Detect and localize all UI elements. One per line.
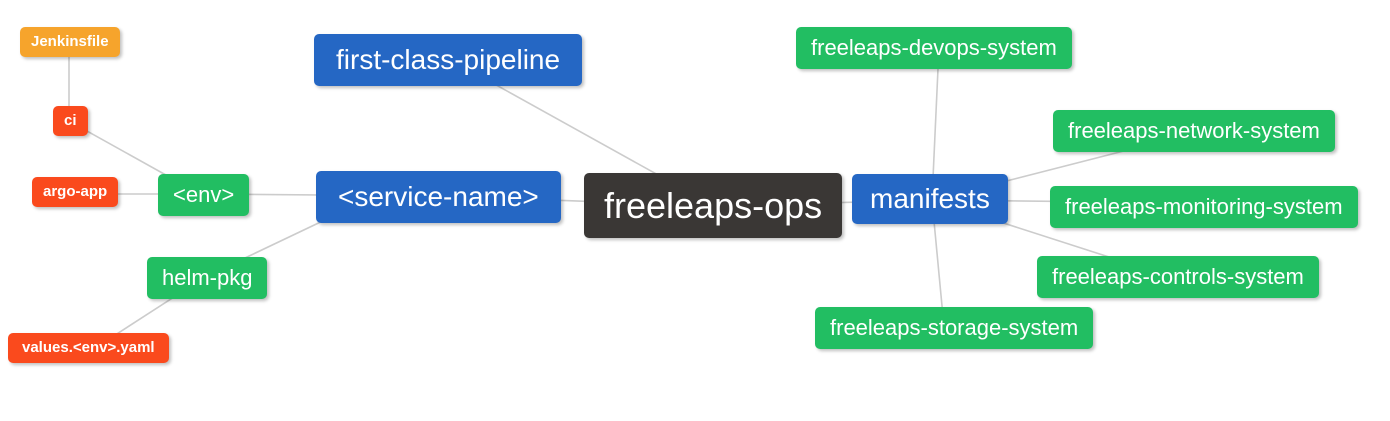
node-argo-app[interactable]: argo-app	[32, 177, 119, 207]
node-ci[interactable]: ci	[53, 106, 88, 136]
node-helm-pkg[interactable]: helm-pkg	[147, 257, 268, 300]
node-first-class-pipeline[interactable]: first-class-pipeline	[314, 34, 583, 86]
node-freeleaps-controls-system[interactable]: freeleaps-controls-system	[1037, 256, 1319, 299]
node-freeleaps-monitoring-system[interactable]: freeleaps-monitoring-system	[1050, 186, 1358, 229]
node-manifests[interactable]: manifests	[852, 174, 1008, 224]
node-freeleaps-storage-system[interactable]: freeleaps-storage-system	[815, 307, 1094, 350]
node-service-name[interactable]: <service-name>	[316, 171, 561, 223]
node-env[interactable]: <env>	[158, 174, 250, 217]
node-freeleaps-network-system[interactable]: freeleaps-network-system	[1053, 110, 1335, 153]
node-jenkinsfile[interactable]: Jenkinsfile	[20, 27, 120, 57]
node-values-env-yaml[interactable]: values.<env>.yaml	[8, 333, 169, 363]
node-freeleaps-ops[interactable]: freeleaps-ops	[584, 173, 843, 239]
node-freeleaps-devops-system[interactable]: freeleaps-devops-system	[796, 27, 1072, 70]
